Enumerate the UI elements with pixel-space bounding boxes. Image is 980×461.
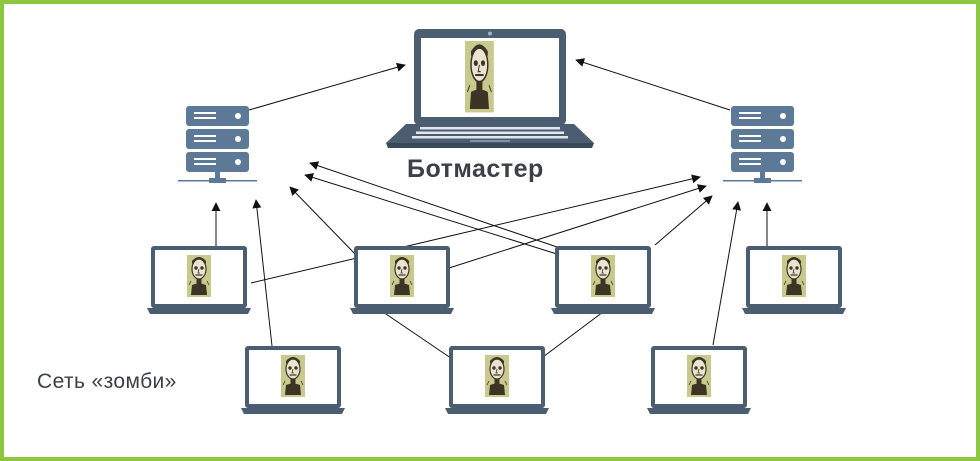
zombie-laptop-icon: [147, 246, 251, 314]
zombie-laptop-icon: [742, 246, 846, 314]
zombie-network-label: Сеть «зомби»: [37, 370, 177, 393]
zombie-laptop-icon: [350, 246, 454, 314]
zombie-laptop-icon: [551, 246, 655, 314]
zombie-laptop-icon: [647, 346, 751, 414]
zombie-laptop-icon: [241, 346, 345, 414]
left-server-icon: [178, 106, 257, 183]
right-server-icon: [723, 106, 802, 183]
zombie-laptop-icon: [445, 346, 549, 414]
botmaster-label: Ботмастер: [407, 155, 544, 183]
botmaster-laptop-icon: [386, 29, 594, 148]
